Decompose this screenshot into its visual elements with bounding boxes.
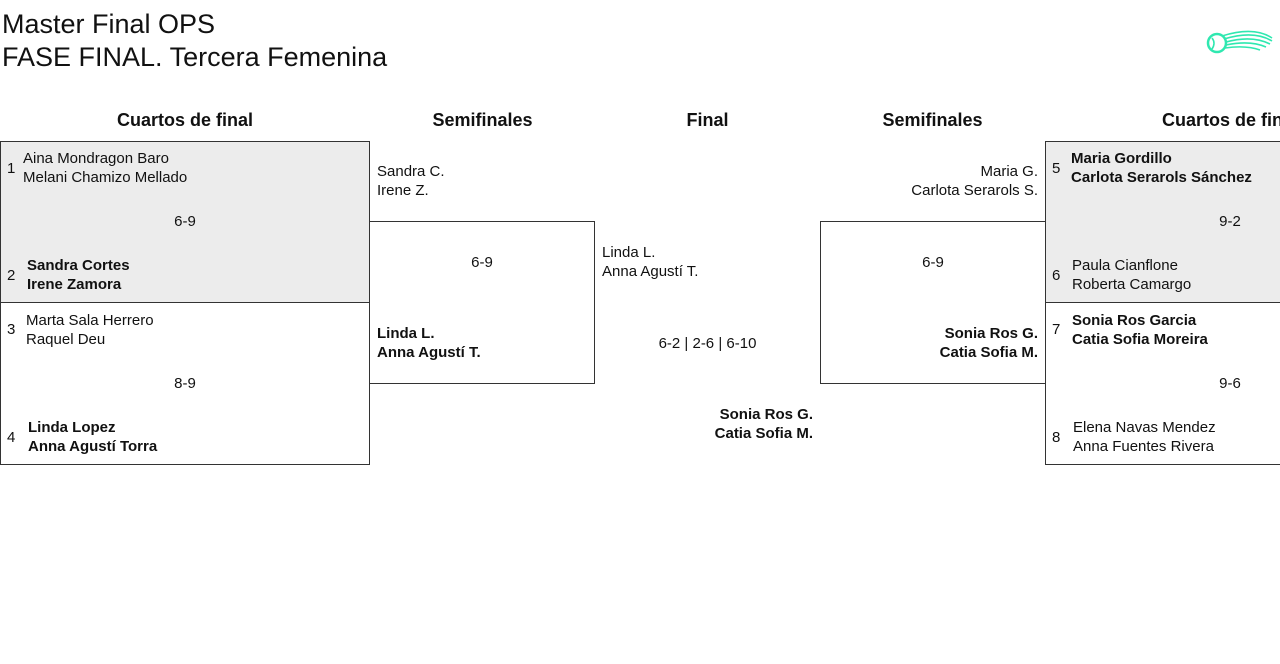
heading-left-semifinals: Semifinales [432, 110, 533, 130]
winner-player-name: Anna Agustí T. [377, 344, 481, 361]
player-name: Paula Cianflone [1072, 257, 1178, 274]
seed-number: 8 [1052, 429, 1061, 446]
player-name: Maria G. [980, 163, 1038, 180]
player-name: Raquel Deu [26, 331, 106, 348]
player-name: Sandra C. [377, 163, 445, 180]
champion-player-name: Catia Sofia M. [714, 425, 813, 442]
heading-right-quarterfinals: Cuartos de final [1161, 110, 1280, 130]
winner-player-name: Anna Agustí Torra [28, 438, 158, 455]
seed-number: 3 [7, 321, 16, 338]
player-name: Linda L. [602, 244, 656, 261]
tennis-ball-logo-icon [1204, 22, 1274, 60]
match-score: 8-9 [174, 375, 196, 392]
player-name: Marta Sala Herrero [26, 312, 154, 329]
seed-number: 6 [1052, 267, 1061, 284]
champion-player-name: Sonia Ros G. [719, 406, 813, 423]
seed-number: 1 [7, 160, 16, 177]
winner-player-name: Maria Gordillo [1071, 150, 1172, 167]
heading-final: Final [686, 110, 729, 130]
match-score: 9-6 [1219, 375, 1241, 392]
heading-right-semifinals: Semifinales [882, 110, 983, 130]
winner-player-name: Sonia Ros G. [944, 325, 1038, 342]
seed-number: 5 [1052, 160, 1061, 177]
player-name: Aina Mondragon Baro [23, 150, 169, 167]
player-name: Elena Navas Mendez [1073, 419, 1216, 436]
left-quarterfinal-match-1[interactable] [0, 141, 370, 303]
match-score: 6-9 [471, 254, 493, 271]
winner-player-name: Irene Zamora [27, 276, 122, 293]
match-score: 9-2 [1219, 213, 1241, 230]
player-name: Roberta Camargo [1072, 276, 1192, 293]
player-name: Melani Chamizo Mellado [23, 169, 188, 186]
winner-player-name: Carlota Serarols Sánchez [1071, 169, 1252, 186]
player-name: Anna Agustí T. [602, 263, 699, 280]
winner-player-name: Sonia Ros Garcia [1072, 312, 1197, 329]
right-quarterfinal-match-2[interactable] [1045, 302, 1280, 465]
left-semifinal-match[interactable] [369, 221, 595, 384]
seed-number: 7 [1052, 321, 1061, 338]
right-quarterfinal-match-1[interactable] [1045, 141, 1280, 303]
seed-number: 2 [7, 267, 16, 284]
winner-player-name: Sandra Cortes [27, 257, 130, 274]
player-name: Anna Fuentes Rivera [1073, 438, 1214, 455]
winner-player-name: Linda L. [377, 325, 435, 342]
match-score: 6-9 [174, 213, 196, 230]
seed-number: 4 [7, 429, 16, 446]
page-subtitle: FASE FINAL. Tercera Femenina [2, 42, 388, 72]
winner-player-name: Catia Sofia Moreira [1072, 331, 1208, 348]
player-name: Irene Z. [377, 182, 429, 199]
final-score: 6-2 | 2-6 | 6-10 [658, 335, 757, 352]
page-title: Master Final OPS [2, 9, 216, 39]
winner-player-name: Catia Sofia M. [939, 344, 1038, 361]
heading-left-quarterfinals: Cuartos de final [116, 110, 254, 130]
winner-player-name: Linda Lopez [28, 419, 116, 436]
match-score: 6-9 [922, 254, 944, 271]
player-name: Carlota Serarols S. [911, 182, 1038, 199]
